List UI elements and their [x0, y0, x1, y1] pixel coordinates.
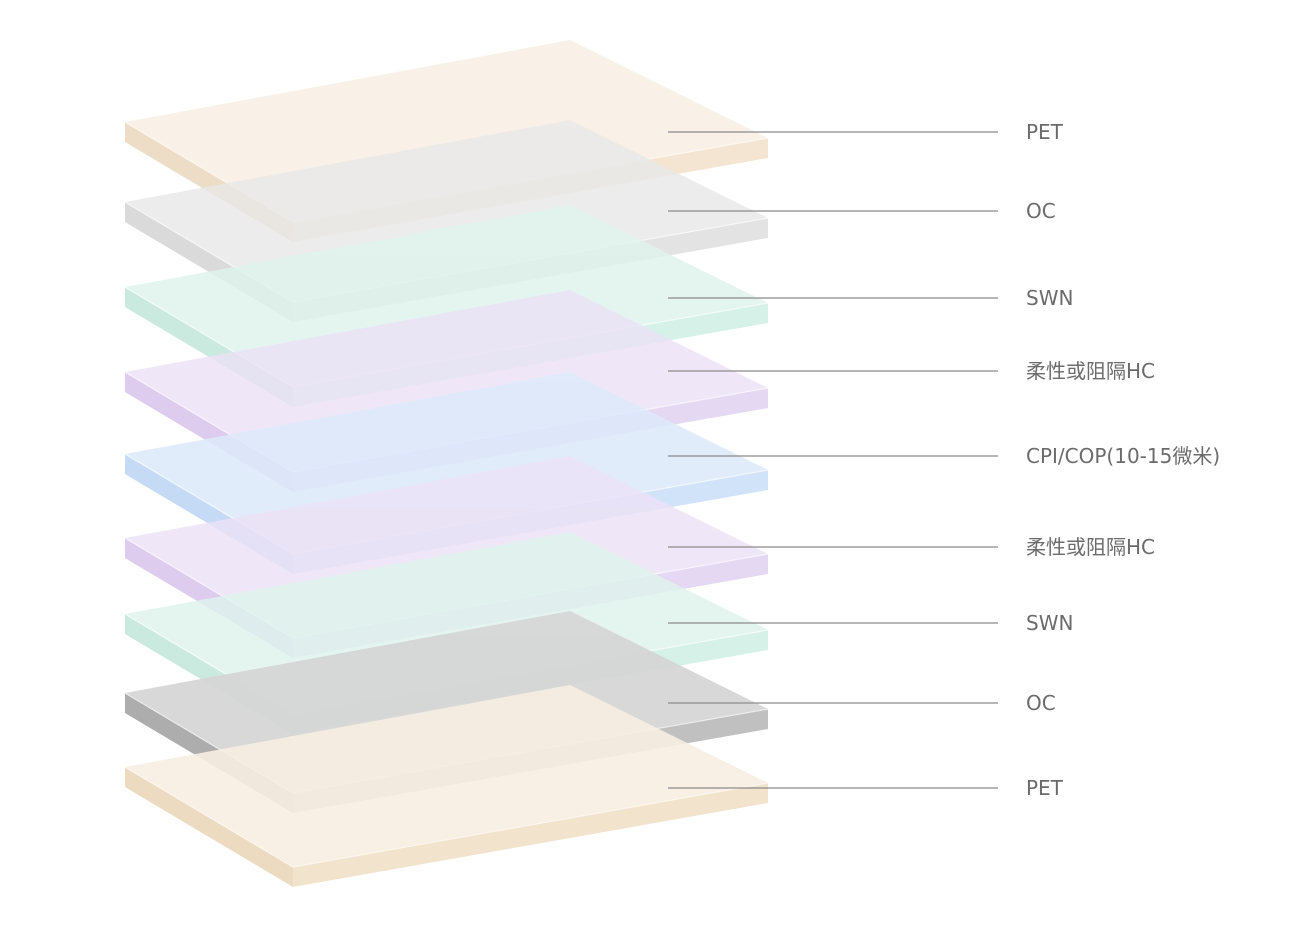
layer-callouts: PET OC SWN 柔性或阻隔HC CPI/COP(10-15微米) 柔性或阻隔HC SW… — [668, 120, 1220, 800]
slab-left-face — [125, 767, 293, 887]
layer-label: CPI/COP(10-15微米) — [1026, 444, 1220, 468]
layer-slab — [124, 685, 769, 887]
layer-label: PET — [1026, 120, 1064, 144]
layer-label: SWN — [1026, 286, 1073, 310]
layer-slabs — [124, 40, 769, 887]
layer-label: OC — [1026, 199, 1056, 223]
slab-top-face — [125, 120, 768, 302]
layer-label: SWN — [1026, 611, 1073, 635]
layer-label: OC — [1026, 691, 1056, 715]
layer-label: 柔性或阻隔HC — [1026, 535, 1155, 559]
slab-top-face — [125, 205, 768, 387]
layer-label: PET — [1026, 776, 1064, 800]
layer-label: 柔性或阻隔HC — [1026, 359, 1155, 383]
slab-front-face — [293, 783, 768, 887]
slab-edge-highlight — [124, 766, 769, 868]
slab-top-face — [125, 685, 768, 867]
